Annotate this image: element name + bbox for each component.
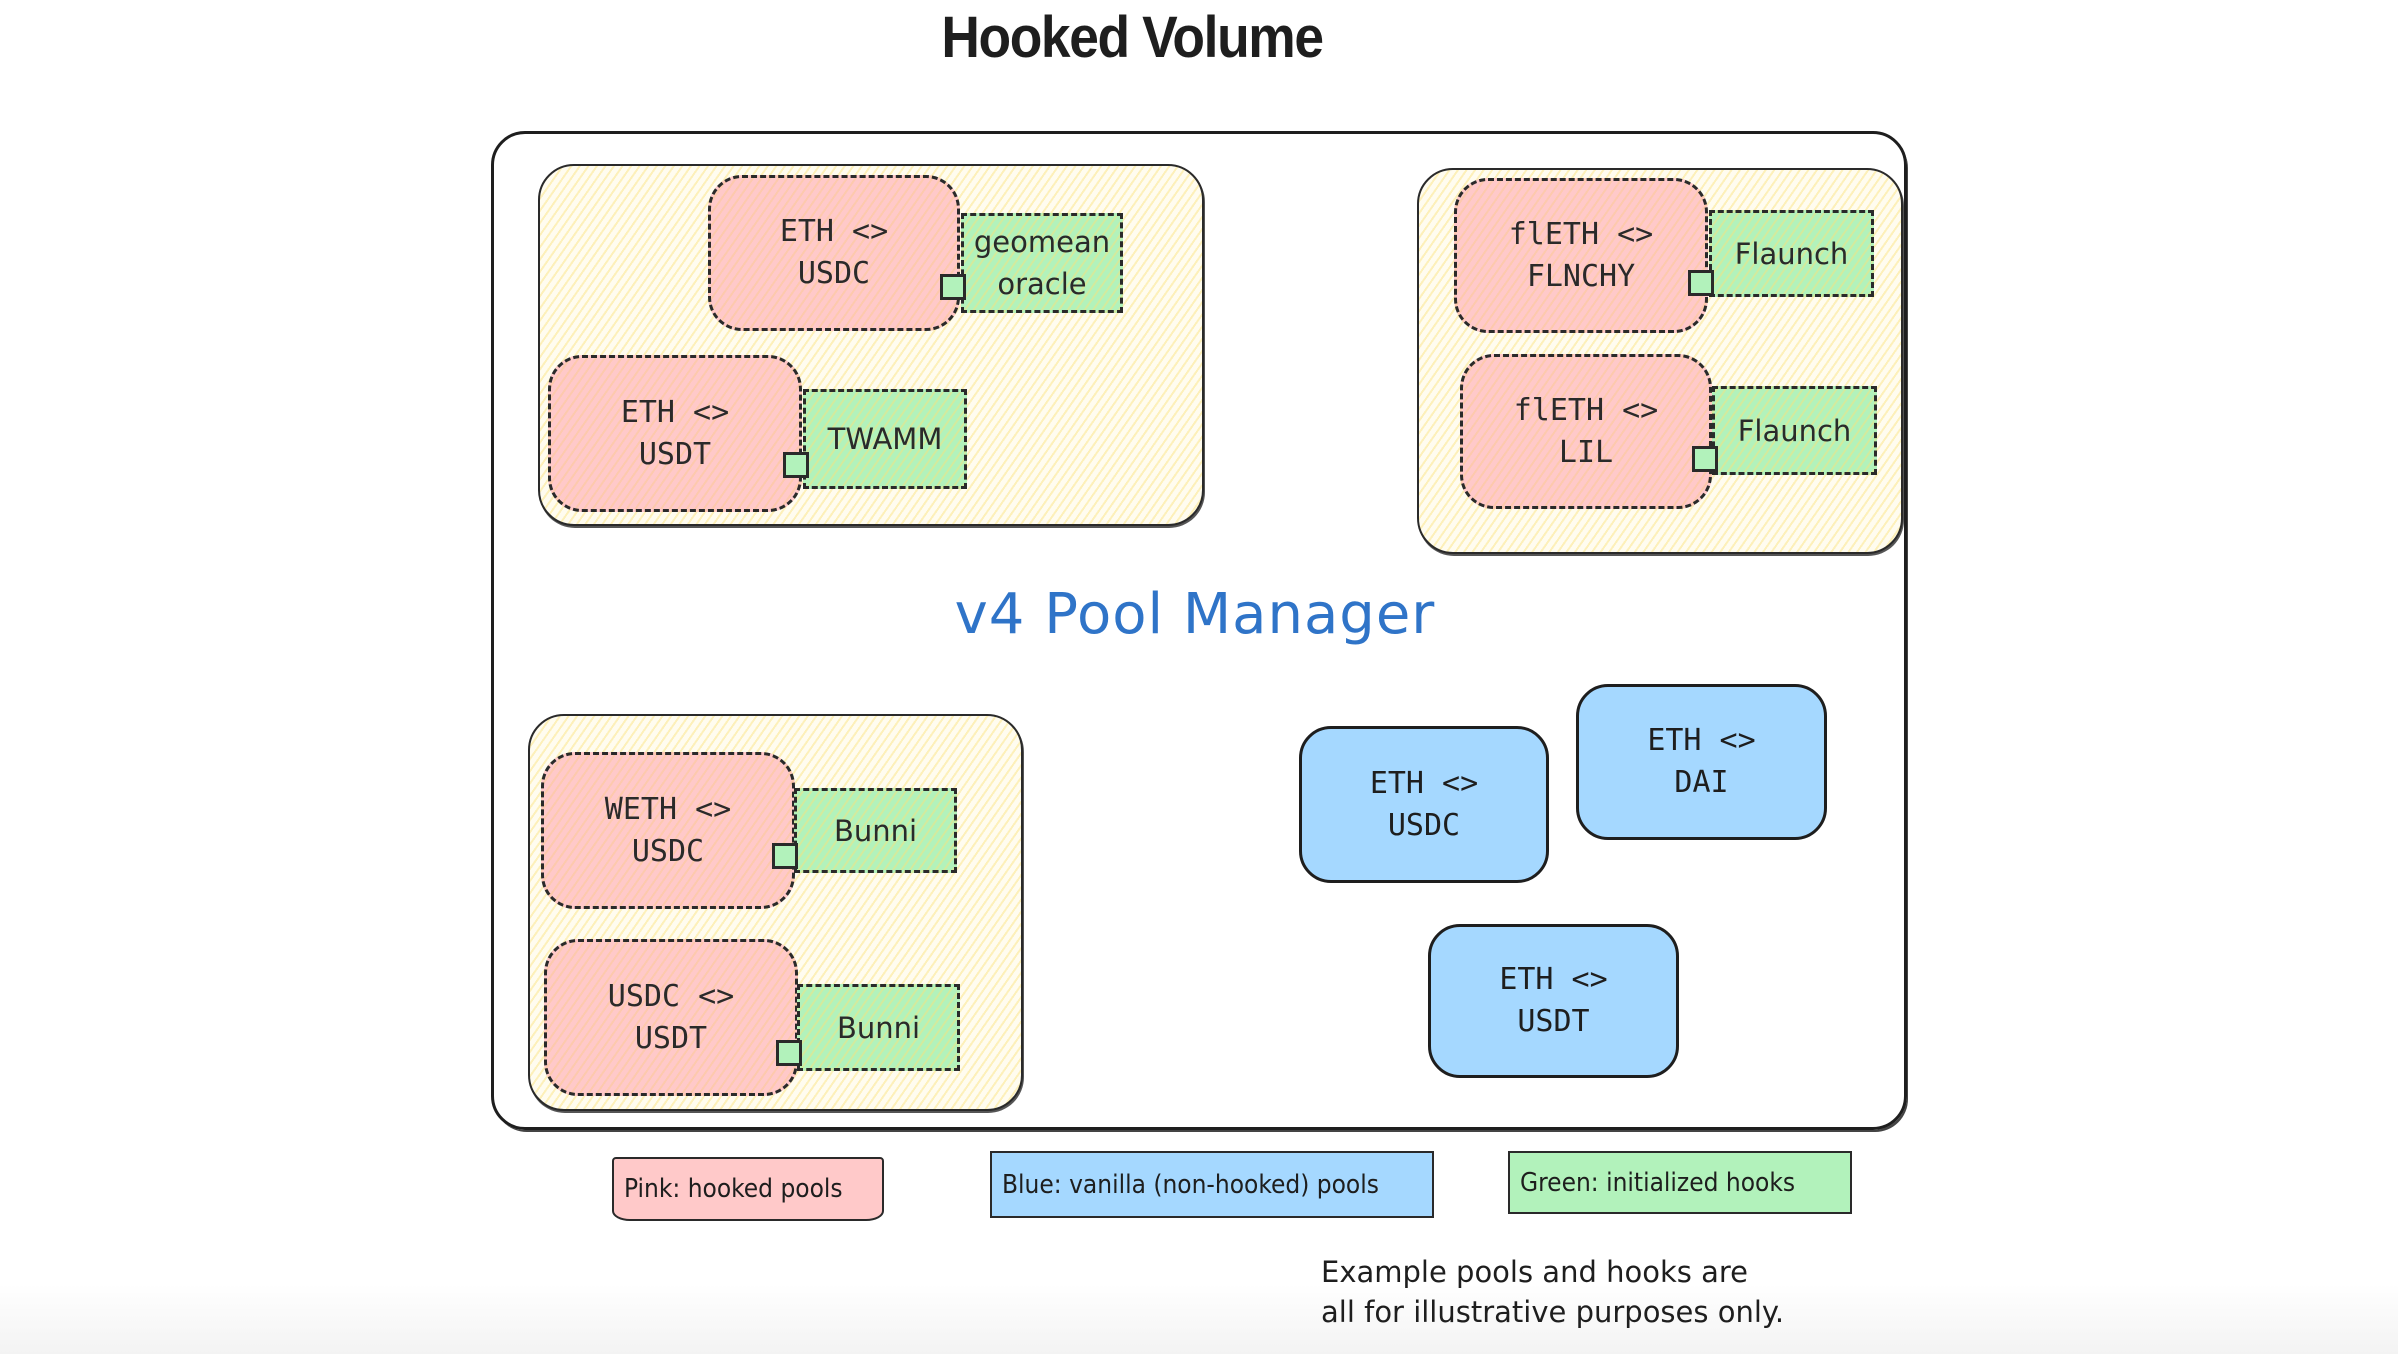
hooked-pool-weth-usdc: WETH <> USDC: [541, 752, 795, 909]
pool-manager-label: v4 Pool Manager: [954, 582, 1436, 647]
vanilla-pool-eth-dai: ETH <> DAI: [1576, 684, 1827, 840]
hooked-pool-fleth-lil: flETH <> LIL: [1460, 354, 1712, 509]
legend-hooked-pools: Pink: hooked pools: [612, 1157, 884, 1221]
hook-connector-port: [1688, 270, 1714, 296]
vanilla-pool-eth-usdc: ETH <> USDC: [1299, 726, 1549, 883]
hook-flaunch: Flaunch: [1709, 210, 1874, 297]
hook-flaunch: Flaunch: [1712, 386, 1877, 475]
bottom-fade: [0, 1284, 2398, 1354]
hook-connector-port: [940, 274, 966, 300]
hook-geomean-oracle: geomean oracle: [961, 213, 1123, 313]
hooked-pool-usdc-usdt: USDC <> USDT: [544, 939, 798, 1096]
pool-manager-frame: [491, 131, 1907, 1130]
hooked-pool-fleth-flnchy: flETH <> FLNCHY: [1454, 178, 1708, 333]
legend-vanilla-pools: Blue: vanilla (non-hooked) pools: [990, 1151, 1434, 1218]
footnote: Example pools and hooks are all for illu…: [1321, 1255, 1785, 1329]
diagram-title: Hooked Volume: [941, 5, 1324, 70]
hook-bunni: Bunni: [797, 984, 960, 1071]
hooked-pool-eth-usdt: ETH <> USDT: [548, 355, 802, 512]
hook-connector-port: [783, 452, 809, 478]
vanilla-pool-eth-usdt: ETH <> USDT: [1428, 924, 1679, 1078]
hook-twamm: TWAMM: [803, 389, 967, 489]
hook-connector-port: [772, 843, 798, 869]
hooked-pool-eth-usdc: ETH <> USDC: [708, 175, 960, 331]
hook-bunni: Bunni: [794, 788, 957, 873]
legend-initialized-hooks: Green: initialized hooks: [1508, 1151, 1852, 1214]
hook-connector-port: [776, 1040, 802, 1066]
hook-connector-port: [1692, 446, 1718, 472]
